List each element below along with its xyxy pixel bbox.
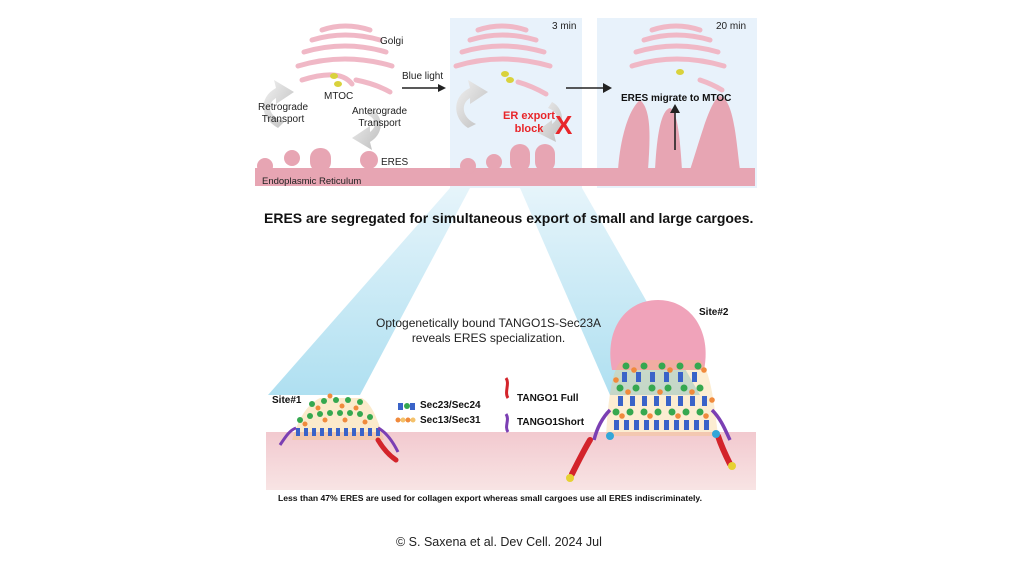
er-band xyxy=(255,168,755,186)
anterograde-arrow-icon xyxy=(352,110,381,150)
site2-dome xyxy=(610,300,706,370)
retrograde-arrow-icon xyxy=(263,80,294,128)
credit-line: © S. Saxena et al. Dev Cell. 2024 Jul xyxy=(396,535,602,549)
mtoc-label: MTOC xyxy=(324,91,354,102)
beam-left xyxy=(268,188,470,395)
legend-tango-short-label: TANGO1Short xyxy=(517,417,585,428)
footnote: Less than 47% ERES are used for collagen… xyxy=(278,493,702,503)
legend-sec13-glyph-icon xyxy=(395,417,416,423)
site1-label: Site#1 xyxy=(272,395,302,406)
eres-migrate-label: ERES migrate to MTOC xyxy=(621,93,732,104)
blue-light-label: Blue light xyxy=(402,71,444,82)
membrane xyxy=(266,432,756,490)
retrograde-arrow-3min-icon xyxy=(456,80,488,128)
golgi-stack-3 xyxy=(629,23,727,93)
eres-bumps-3min xyxy=(460,144,555,174)
headline: ERES are segregated for simultaneous exp… xyxy=(264,210,754,226)
site2-coat xyxy=(566,360,736,482)
bottom-caption: Optogenetically bound TANGO1S-Sec23A rev… xyxy=(376,316,602,345)
site2-label: Site#2 xyxy=(699,307,729,318)
golgi-label: Golgi xyxy=(380,36,404,47)
anterograde-label: Anterograde Transport xyxy=(352,106,408,129)
block-x-mark: X xyxy=(555,110,573,140)
retrograde-label: Retrograde Transport xyxy=(258,102,309,125)
golgi-stack-1 xyxy=(295,23,395,95)
mtoc-dots xyxy=(330,69,684,87)
legend-tango-full-label: TANGO1 Full xyxy=(517,393,579,404)
progress-arrow-icon xyxy=(566,83,612,93)
time-3min-label: 3 min xyxy=(552,21,577,32)
legend-tango-short-glyph-icon xyxy=(504,413,510,433)
time-20min-label: 20 min xyxy=(716,21,747,32)
er-label: Endoplasmic Reticulum xyxy=(262,176,362,187)
er-export-block-label: ER export block xyxy=(503,110,555,135)
site1-coat xyxy=(278,393,400,463)
golgi-stack-2 xyxy=(453,23,553,97)
migrate-up-arrow-icon xyxy=(670,104,680,150)
legend-sec13-label: Sec13/Sec31 xyxy=(420,415,481,426)
eres-bumps-control xyxy=(257,148,378,174)
legend-sec23-label: Sec23/Sec24 xyxy=(420,400,481,411)
blue-light-arrow-icon xyxy=(402,84,446,92)
eres-label: ERES xyxy=(381,157,409,168)
legend-sec23-glyph-icon xyxy=(398,403,415,410)
anterograde-arrow-3min-icon xyxy=(536,102,563,142)
legend-tango-full-glyph-icon xyxy=(504,377,510,399)
